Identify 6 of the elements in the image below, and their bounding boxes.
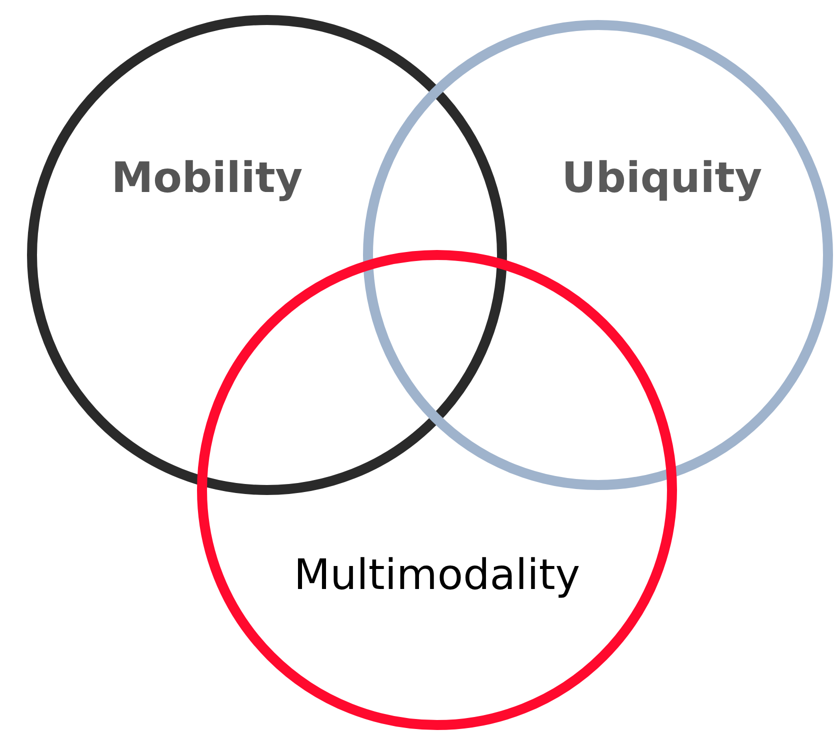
circle-label: Multimodality [294,554,580,596]
venn-circle [363,20,833,490]
circle-label: Ubiquity [562,157,762,199]
venn-circle [197,250,677,730]
circle-label: Mobility [111,157,303,199]
venn-circle [27,15,507,495]
